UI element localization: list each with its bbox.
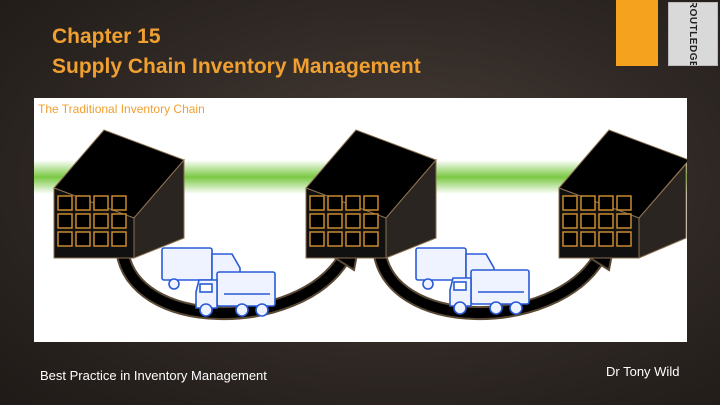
footer-course-title: Best Practice in Inventory Management xyxy=(40,368,267,383)
diagram-title: The Traditional Inventory Chain xyxy=(38,102,205,116)
truck-group-1 xyxy=(161,247,276,317)
accent-block xyxy=(616,0,658,66)
warehouse-2 xyxy=(305,129,437,259)
inventory-chain-diagram xyxy=(34,129,687,321)
diagram-panel: The Traditional Inventory Chain xyxy=(34,98,687,342)
title-line-1: Chapter 15 xyxy=(52,25,161,48)
routledge-logo: ROUTLEDGE xyxy=(668,2,718,66)
slide-title: Chapter 15 Supply Chain Inventory Manage… xyxy=(52,22,421,82)
title-line-2: Supply Chain Inventory Management xyxy=(52,55,421,78)
logo-text: ROUTLEDGE xyxy=(687,2,699,66)
warehouse-1 xyxy=(53,129,185,259)
truck-group-2 xyxy=(415,247,530,315)
warehouse-3 xyxy=(558,129,687,259)
footer-author: Dr Tony Wild xyxy=(606,364,680,379)
